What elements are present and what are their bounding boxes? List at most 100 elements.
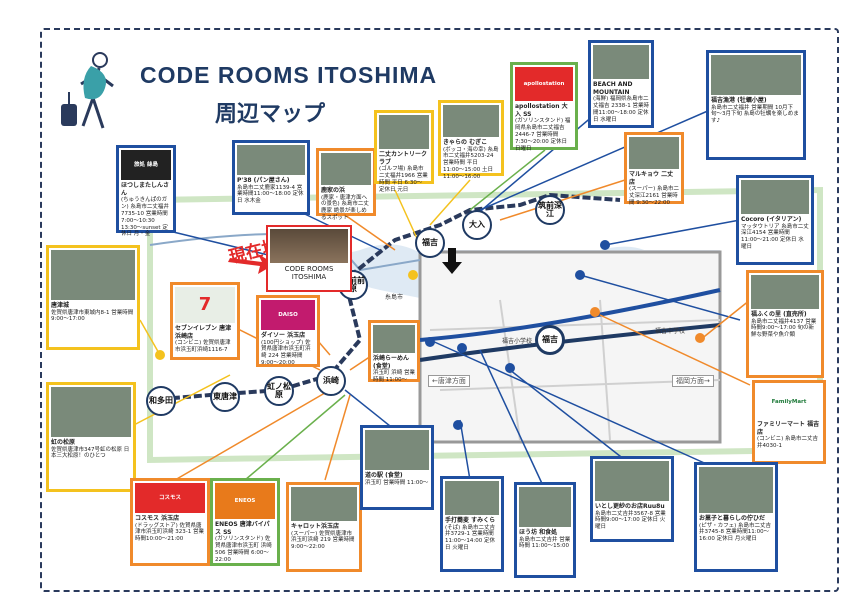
page-title: CODE ROOMS ITOSHIMA (140, 62, 438, 88)
place-desc: (100円ショップ) 佐賀県唐津市浜玉町浜崎 224 営業時間 9:00〜20:… (261, 339, 311, 367)
place-name: 手打蕎麦 すみくら (445, 517, 496, 524)
place-desc: (そば) 糸島市二丈吉井3729-1 営業時間11:00〜14:00 定休日 火… (445, 524, 496, 552)
place-photo: 旅処 絲島 (121, 150, 171, 180)
place-name: P'38 (パン屋さん) (237, 177, 290, 184)
place-photo: ENEOS (215, 483, 275, 519)
place-photo: コスモス (135, 483, 205, 513)
place-name: 二丈カントリークラブ (379, 151, 428, 166)
place-card-fukae_hot: 福ふくの里 (直売所)糸島市二丈福井4137 営業時間9:00〜17:00 旬の… (746, 270, 824, 378)
station-node-fukuyoshi-jr: 福吉 (535, 325, 565, 355)
place-name: 浜崎らーめん (食堂) (373, 355, 410, 370)
place-name: セブンイレブン 唐津浜崎店 (175, 325, 232, 340)
place-name: ダイソー 浜玉店 (261, 332, 306, 339)
direction-fukuoka: 福岡方面→ (672, 375, 714, 387)
place-card-kyarotto: キャロット浜玉店(スーパー) 佐賀県唐津市浜玉町浜崎 219 営業時間9:00〜… (286, 482, 362, 572)
place-desc: (スーパー) 佐賀県唐津市浜玉町浜崎 219 営業時間9:00〜22:00 (291, 530, 355, 551)
place-desc: 糸島市二丈鹿家1139-4 営業時間11:00〜18:00 定休日 水木金 (237, 184, 304, 205)
place-card-cocoro: Cocoro (イタリアン)マッタウトリア 糸島市二丈深江4154 営業時間11… (736, 175, 814, 265)
place-card-beach: 鹿家の浜(鹿家・唐津方面への景色) 糸島市二丈鹿家 絶景が楽しめるスポット (316, 148, 376, 221)
railway-line (149, 192, 621, 402)
place-photo (237, 145, 305, 175)
station-node-daiiri: 大入 (462, 210, 492, 240)
place-card-karatsu_castle: 唐津城佐賀県唐津市東城内8-1 営業時間9:00〜17:00 (46, 245, 140, 350)
place-desc: 糸島市二丈福井4137 営業時間9:00〜17:00 旬の新鮮な野菜や魚介類 (751, 318, 817, 339)
place-name: 福吉漁港 (牡蠣小屋) (711, 97, 767, 104)
station-arrow (442, 248, 462, 274)
place-photo (595, 461, 669, 501)
place-desc: (ボッコ・海の幸) 糸島市二丈福井5203-24 営業時間 平日11:00〜15… (443, 146, 499, 181)
place-photo: DAISO (261, 300, 315, 330)
current-location-photo (270, 229, 348, 263)
place-photo: 7 (175, 287, 235, 323)
station-node-watada: 和多田 (146, 386, 176, 416)
place-card-shisui: 旅処 絲島ほつしまたしんさん(ちゅうきんぱのガン) 糸島市二丈福井7735-10… (116, 145, 176, 237)
current-location-line1: CODE ROOMS (284, 265, 334, 273)
place-desc: (海鮮) 福岡県糸島市二丈福吉 2338-1 営業時間11:00〜18:00 定… (593, 96, 649, 123)
place-name: お菓子と暮らしの佇ひだ (699, 515, 766, 522)
place-desc: 浜玉町 浜崎 営業時間 11:00〜 (373, 370, 415, 383)
place-name: ほつしまたしんさん (121, 182, 170, 197)
place-photo (51, 387, 131, 437)
place-card-daiso: DAISO ダイソー 浜玉店(100円ショップ) 佐賀県唐津市浜玉町浜崎 224 … (256, 295, 320, 367)
place-photo (593, 45, 649, 79)
place-desc: 糸島市二丈吉井 営業時間 11:00〜15:00 (519, 536, 571, 550)
place-desc: (ちゅうきんぱのガン) 糸島市二丈福井7735-10 営業時間7:00〜10:3… (121, 197, 169, 238)
place-desc: 浜玉町 営業時間 11:00〜 (365, 479, 429, 486)
place-desc: (鹿家・唐津方面への景色) 糸島市二丈鹿家 絶景が楽しめるスポット (321, 194, 369, 222)
place-card-p38: P'38 (パン屋さん)糸島市二丈鹿家1139-4 営業時間11:00〜18:0… (232, 140, 310, 215)
traveler-icon (61, 52, 114, 129)
current-location-arrow (228, 254, 275, 274)
place-photo (629, 137, 679, 169)
page-subtitle: 周辺マップ (215, 102, 326, 127)
place-card-hamasaki_cafe: 浜崎らーめん (食堂)浜玉町 浜崎 営業時間 11:00〜 (368, 320, 420, 383)
place-name: 福ふくの里 (直売所) (751, 311, 807, 318)
place-photo: apollostation (515, 67, 573, 101)
place-card-marukyo: マルキョウ 二丈店(スーパー) 糸島市二丈深江2161 営業時間 9:30〜22… (624, 132, 684, 206)
station-node-higashi-karatsu: 東唐津 (210, 382, 240, 412)
map-label-itoshima: 糸島市 (385, 294, 404, 301)
station-node-niji: 虹ノ松原 (264, 376, 294, 406)
place-photo (321, 153, 371, 185)
place-desc: (ガソリンスタンド) 佐賀県唐津市浜玉町 浜崎506 営業時間 6:00〜22:… (215, 536, 272, 563)
place-photo (445, 481, 499, 515)
station-node-fukuyoshi: 福吉 (415, 228, 445, 258)
place-name: きゃらの むぎこ (443, 139, 488, 146)
place-card-kaki: 福吉漁港 (牡蠣小屋)糸島市二丈福井 営業期間 10月下旬〜3月下旬 糸島の牡蠣… (706, 50, 806, 160)
place-name: BEACH AND MOUNTAIN (593, 81, 633, 96)
place-photo (365, 430, 429, 470)
map-label-fukuyoshi-jhs: 福吉中学校 (655, 328, 686, 335)
place-card-kaisen: きゃらの むぎこ(ボッコ・海の幸) 糸島市二丈福井5203-24 営業時間 平日… (438, 100, 504, 180)
current-location-card: CODE ROOMS ITOSHIMA (266, 225, 352, 292)
place-desc: (ピザ・カフェ) 糸島市二丈吉井3745-8 営業時間11:00〜16:00 定… (699, 522, 772, 543)
place-photo (379, 115, 429, 149)
place-photo: FamilyMart (757, 385, 821, 419)
place-card-nijo_cc: 二丈カントリークラブ(ゴルフ場) 糸島市二丈福井1966 営業時間 平日 6:3… (374, 110, 434, 193)
place-card-niji: 虹の松原佐賀県唐津市347号虹の松原 日本三大松原！のひとつ (46, 382, 136, 492)
place-name: マルキョウ 二丈店 (629, 171, 674, 186)
place-photo (443, 105, 499, 137)
place-card-pizza: お菓子と暮らしの佇ひだ(ピザ・カフェ) 糸島市二丈吉井3745-8 営業時間11… (694, 462, 778, 572)
map-label-fukuyoshi-ps: 福吉小学校 (502, 338, 533, 345)
place-card-maido: ほう坊 和食処糸島市二丈吉井 営業時間 11:00〜15:00 (514, 482, 576, 578)
current-location-line2: ITOSHIMA (291, 273, 327, 281)
place-name: コスモス 浜玉店 (135, 515, 180, 522)
place-name: ENEOS 唐津バイパス SS (215, 521, 270, 536)
number-markers (155, 240, 705, 430)
place-name: 唐津城 (51, 302, 70, 309)
place-photo (373, 325, 415, 353)
place-desc: 糸島市二丈福井 営業期間 10月下旬〜3月下旬 糸島の牡蠣を楽しめます♪ (711, 104, 799, 125)
station-node-hamasaki: 浜崎 (316, 366, 346, 396)
place-photo (699, 467, 773, 513)
place-name: 鹿家の浜 (321, 187, 346, 194)
place-name: 虹の松原 (51, 439, 76, 446)
place-desc: (ゴルフ場) 糸島市二丈福井1966 営業時間 平日 6:30〜 定休日 元日 (379, 166, 428, 193)
place-photo (751, 275, 819, 309)
place-name: ほう坊 和食処 (519, 529, 558, 536)
place-name: apollostation 大入 SS (515, 103, 568, 118)
direction-karatsu: ←唐津方面 (428, 375, 470, 387)
